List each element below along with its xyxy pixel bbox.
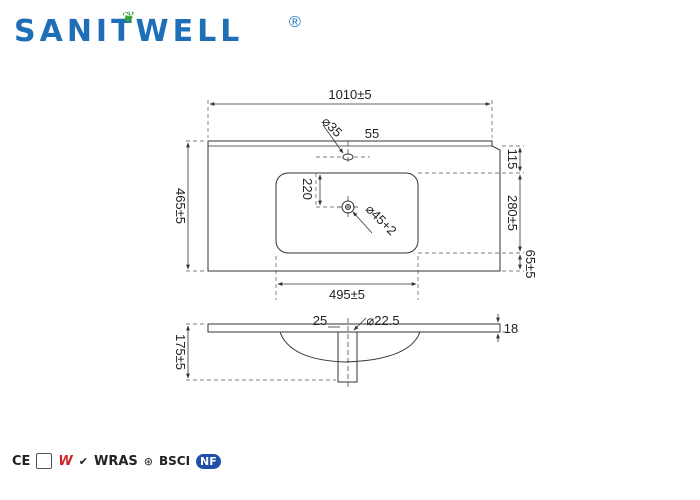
dim-tap-hole-offset: 55 [365,126,379,141]
certification-logos: CE W ✔ WRAS ⊛ BSCI NF [12,452,221,470]
dim-overall-width: 1010±5 [328,87,371,102]
nf-mark: NF [196,453,221,469]
watermark-icon: ✔ [78,454,88,468]
registered-mark: ® [289,14,301,31]
dim-overall-depth: 465±5 [173,188,188,224]
dim-front-edge: 65±5 [523,250,538,279]
counter-outline [207,140,501,272]
wras-mark: WRAS [93,453,138,469]
bsci-icon: ⊛ [143,454,153,468]
drain-spigot [337,332,358,383]
dim-tap-hole: ⌀35 [319,114,345,140]
top-view [207,140,501,272]
side-view [207,318,501,390]
brand-logo: SANITWELL ❦ [14,8,244,49]
ce-mark: CE [12,453,31,469]
dim-overflow-offset: 25 [313,313,327,328]
bowl-profile [279,331,421,363]
dim-rim-thickness: 18 [504,321,518,336]
w-mark: W [58,453,73,469]
dim-overflow-hole: ⌀22.5 [366,313,399,328]
dim-back-edge: 115 [505,149,520,170]
dim-total-height: 175±5 [173,334,188,370]
quality-icon [36,453,53,469]
dim-bowl-width: 495±5 [329,287,365,302]
dim-drain-offset: 220 [300,178,315,200]
dim-bowl-depth: 280±5 [505,195,520,231]
rim-outline [207,323,501,333]
bsci-mark: BSCI [158,454,191,468]
brand-name: SANITWELL [14,14,244,49]
dim-drain-hole: ⌀45+2 [363,201,400,238]
bowl-outline [275,172,419,254]
leaf-icon: ❦ [122,8,140,27]
